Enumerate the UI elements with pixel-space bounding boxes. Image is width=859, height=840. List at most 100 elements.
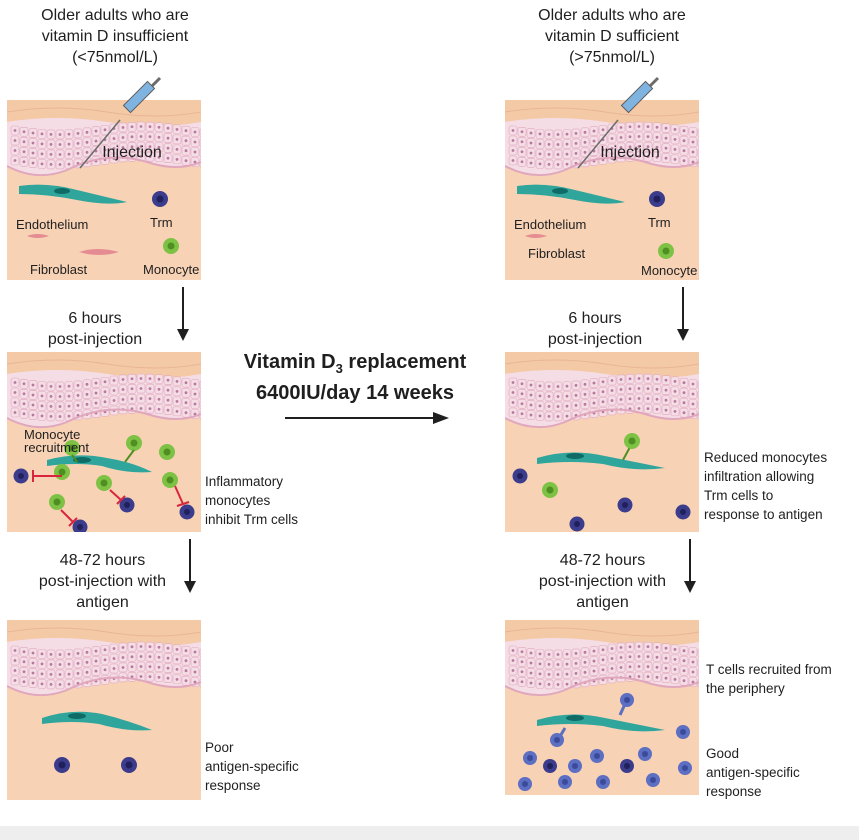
center-treatment-label: Vitamin D3 replacement 6400IU/day 14 wee… xyxy=(220,350,490,406)
epidermal-nucleus xyxy=(565,652,569,656)
epidermal-nucleus xyxy=(691,140,695,144)
epidermal-nucleus xyxy=(529,151,533,155)
epidermal-nucleus xyxy=(103,668,107,672)
epidermal-nucleus xyxy=(139,155,143,158)
epidermal-nucleus xyxy=(121,646,125,649)
left-skin-panel-3 xyxy=(7,620,201,800)
right-skin-panel-3 xyxy=(505,620,699,795)
epidermal-nucleus xyxy=(76,403,80,407)
epidermal-nucleus xyxy=(94,669,98,673)
epidermal-nucleus xyxy=(565,152,569,156)
epidermal-nucleus xyxy=(49,414,53,418)
epidermal-nucleus xyxy=(538,652,542,656)
epidermal-nucleus xyxy=(691,670,695,674)
epidermal-nucleus xyxy=(691,150,695,154)
epidermal-nucleus xyxy=(58,653,62,656)
epidermal-nucleus xyxy=(556,653,560,656)
epidermal-nucleus xyxy=(556,163,560,166)
right-panel3-side-top-line-1: T cells recruited from xyxy=(706,662,832,677)
epidermal-nucleus xyxy=(538,162,542,166)
epidermal-nucleus xyxy=(619,646,623,649)
epidermal-nucleus xyxy=(529,671,533,675)
epidermal-nucleus xyxy=(538,414,542,418)
epidermal-nucleus xyxy=(547,132,551,136)
epidermal-nucleus xyxy=(682,669,686,673)
epidermal-nucleus xyxy=(601,668,605,672)
monocyte-recruitment-line-2: recruitment xyxy=(24,440,90,455)
left-skin-illustration-3 xyxy=(7,620,201,800)
epidermal-nucleus xyxy=(94,649,98,653)
epidermal-cell xyxy=(199,658,201,668)
right-panel3-side-line-1: Good xyxy=(706,746,740,761)
epidermal-nucleus xyxy=(175,647,179,651)
epidermal-nucleus xyxy=(655,675,659,679)
epidermal-nucleus xyxy=(592,129,596,133)
left-fibroblast-label: Fibroblast xyxy=(30,262,88,277)
epidermal-nucleus xyxy=(511,129,515,132)
epidermal-nucleus xyxy=(520,140,524,144)
epidermal-nucleus xyxy=(22,392,26,396)
epidermal-nucleus xyxy=(112,399,116,402)
epidermal-nucleus xyxy=(610,147,614,150)
right-skin-illustration-3 xyxy=(505,620,699,795)
epidermal-nucleus xyxy=(166,398,170,402)
epidermal-nucleus xyxy=(538,682,542,686)
epidermal-nucleus xyxy=(31,141,35,145)
epidermal-nucleus xyxy=(637,665,641,668)
syringe-icon xyxy=(577,76,660,169)
epidermal-nucleus xyxy=(637,155,641,158)
epidermal-nucleus xyxy=(166,146,170,150)
epidermal-nucleus xyxy=(556,673,560,676)
epidermal-nucleus xyxy=(193,382,197,386)
epidermal-nucleus xyxy=(673,379,677,383)
epidermal-nucleus xyxy=(565,672,569,676)
right-down-arrow-1 xyxy=(677,287,689,341)
epidermal-nucleus xyxy=(13,411,17,414)
epidermal-nucleus xyxy=(673,399,677,403)
epidermal-nucleus xyxy=(520,130,524,134)
epidermal-nucleus xyxy=(58,163,62,166)
epidermal-nucleus xyxy=(664,646,668,650)
epidermal-nucleus xyxy=(628,655,632,659)
epidermal-nucleus xyxy=(22,412,26,416)
epidermal-nucleus xyxy=(139,675,143,678)
right-panel3-side-top-text: T cells recruited from the periphery xyxy=(706,660,832,698)
epidermal-nucleus xyxy=(601,380,605,384)
epidermal-nucleus xyxy=(139,135,143,138)
right-skin-panel-2 xyxy=(505,352,699,532)
epidermal-nucleus xyxy=(628,155,632,159)
epidermal-nucleus xyxy=(601,658,605,662)
epidermal-nucleus xyxy=(691,130,695,134)
epidermal-nucleus xyxy=(148,397,152,401)
epidermal-nucleus xyxy=(49,404,53,408)
epidermal-nucleus xyxy=(157,145,161,149)
epidermal-nucleus xyxy=(619,126,623,129)
epidermal-nucleus xyxy=(619,146,623,149)
epidermal-nucleus xyxy=(646,397,650,401)
epidermal-nucleus xyxy=(682,149,686,153)
epidermal-cell xyxy=(199,138,201,148)
epidermal-nucleus xyxy=(67,672,71,676)
epidermal-nucleus xyxy=(664,126,668,130)
epidermal-nucleus xyxy=(121,126,125,129)
epidermal-nucleus xyxy=(49,162,53,166)
left-step2-line-2: post-injection with xyxy=(38,573,167,590)
epidermal-nucleus xyxy=(76,131,80,135)
epidermal-nucleus xyxy=(130,377,134,381)
epidermal-nucleus xyxy=(574,131,578,135)
epidermal-nucleus xyxy=(76,651,80,655)
epidermal-nucleus xyxy=(538,384,542,388)
epidermal-nucleus xyxy=(103,148,107,152)
right-step1-line-2: post-injection xyxy=(547,331,643,348)
right-panel3-side-top-line-2: the periphery xyxy=(706,681,785,696)
epidermal-nucleus xyxy=(13,649,17,652)
epidermal-nucleus xyxy=(67,162,71,166)
epidermal-nucleus xyxy=(619,388,623,391)
epidermal-nucleus xyxy=(520,412,524,416)
epidermal-nucleus xyxy=(610,647,614,650)
center-line-1-prefix: Vitamin D xyxy=(243,351,336,373)
epidermal-nucleus xyxy=(58,683,62,686)
epidermal-nucleus xyxy=(121,666,125,669)
epidermal-nucleus xyxy=(511,649,515,652)
epidermal-nucleus xyxy=(547,152,551,156)
